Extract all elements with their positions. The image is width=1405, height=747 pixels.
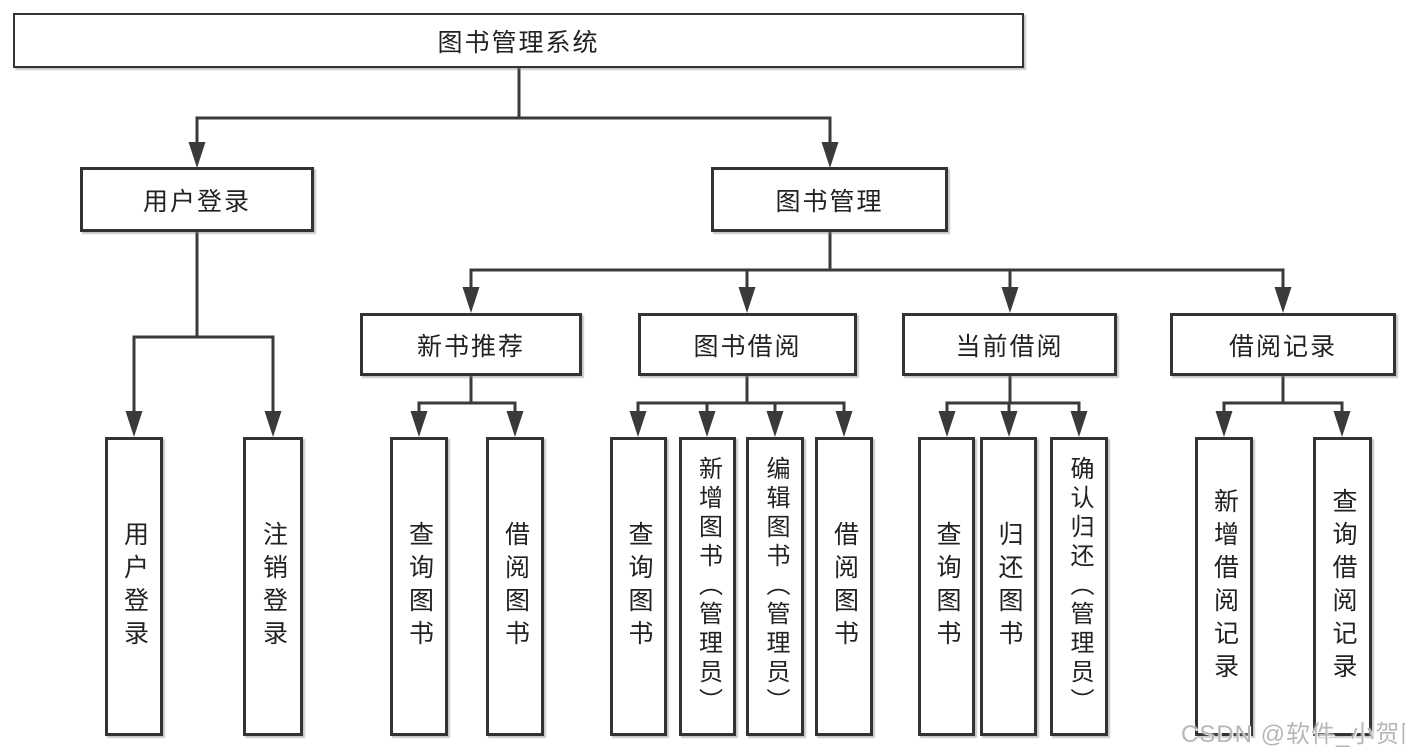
leaf-query-books-current: 查询图书 bbox=[918, 437, 975, 736]
node-book-management-branch: 图书管理 bbox=[711, 167, 948, 232]
leaf-add-borrow-record: 新增借阅记录 bbox=[1195, 437, 1253, 736]
node-user-login-branch: 用户登录 bbox=[80, 167, 314, 232]
node-library-management-system: 图书管理系统 bbox=[13, 13, 1024, 68]
leaf-logout: 注销登录 bbox=[243, 437, 303, 736]
leaf-return-books: 归还图书 bbox=[980, 437, 1037, 736]
node-book-borrowing: 图书借阅 bbox=[638, 313, 857, 376]
leaf-user-login: 用户登录 bbox=[105, 437, 163, 736]
leaf-edit-books-admin: 编辑图书（管理员） bbox=[746, 437, 804, 736]
leaf-borrow-books-recommend: 借阅图书 bbox=[486, 437, 544, 736]
node-new-book-recommendation: 新书推荐 bbox=[360, 313, 582, 376]
leaf-confirm-return-admin: 确认归还（管理员） bbox=[1050, 437, 1108, 736]
leaf-query-books-recommend: 查询图书 bbox=[390, 437, 448, 736]
leaf-query-borrow-record: 查询借阅记录 bbox=[1313, 437, 1372, 736]
leaf-query-books-borrowing: 查询图书 bbox=[610, 437, 667, 736]
csdn-watermark: CSDN @软件_小贺同学 bbox=[1181, 721, 1405, 747]
leaf-borrow-books: 借阅图书 bbox=[815, 437, 873, 736]
node-borrowing-records: 借阅记录 bbox=[1170, 313, 1396, 376]
node-current-borrowing: 当前借阅 bbox=[902, 313, 1117, 376]
leaf-add-books-admin: 新增图书（管理员） bbox=[679, 437, 736, 736]
